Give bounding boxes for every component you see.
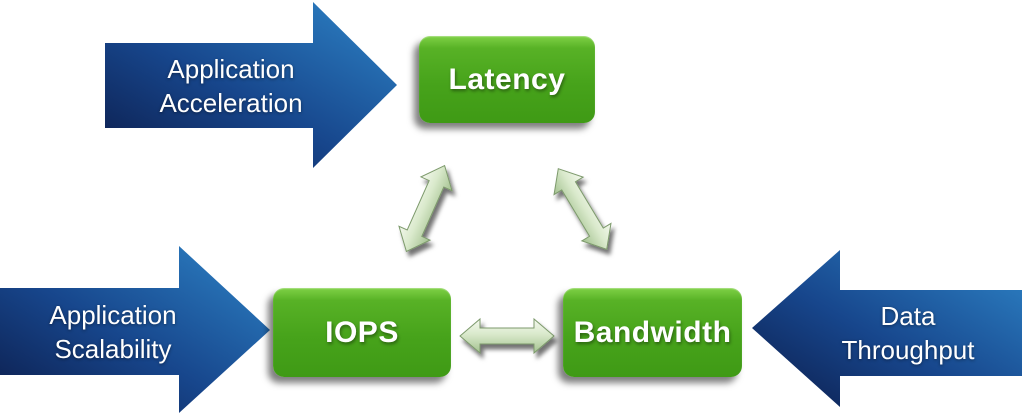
application-scalability-label: Application Scalability: [49, 299, 177, 364]
iops-bandwidth-connector-icon: [459, 318, 555, 354]
latency-iops-connector-icon: [390, 158, 461, 259]
acceleration-arrow-shape: [105, 2, 397, 168]
bandwidth-node: Bandwidth: [563, 288, 742, 377]
bandwidth-node-label: Bandwidth: [573, 315, 732, 349]
latency-node-label: Latency: [448, 62, 566, 96]
throughput-arrow-shape: [752, 250, 1022, 407]
latency-node: Latency: [419, 36, 595, 123]
latency-bandwidth-connector-icon: [543, 159, 622, 259]
application-acceleration-label: Application Acceleration: [159, 54, 303, 118]
scalability-arrow-shape: [0, 246, 270, 413]
iops-node: IOPS: [273, 288, 451, 377]
iops-node-label: IOPS: [325, 315, 399, 349]
data-throughput-label: Data Throughput: [841, 301, 975, 365]
